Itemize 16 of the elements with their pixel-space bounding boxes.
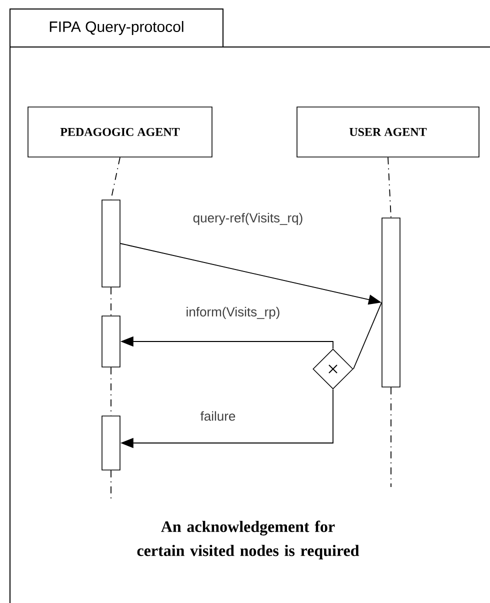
connector-line [352, 302, 382, 370]
lifeline-head-box: PEDAGOGIC AGENT [28, 106, 212, 158]
activation-bar [102, 316, 120, 368]
activation-bar [102, 200, 120, 288]
edge-label: failure [199, 410, 237, 422]
lifeline [388, 156, 392, 218]
lifeline [110, 286, 112, 316]
activation-bar [102, 416, 120, 470]
activation-bar [382, 218, 400, 388]
lifeline [390, 386, 392, 488]
edge-label: inform(Visits_rp) [184, 306, 282, 320]
lifeline [110, 470, 112, 500]
edge-label: query-ref(Visits_rq) [192, 212, 304, 226]
caption: An acknowledgement for certain visited nodes is required [137, 520, 360, 560]
lifeline-head-box: USER AGENT [296, 106, 480, 158]
decision-diamond [312, 348, 354, 390]
